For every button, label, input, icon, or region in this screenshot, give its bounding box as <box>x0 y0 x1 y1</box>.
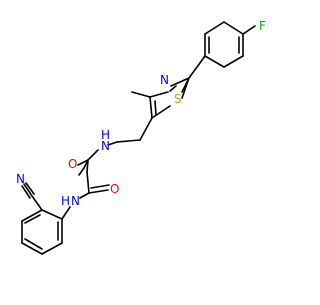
amide-n-top-label: N <box>101 139 110 153</box>
atom-labels: F S N N H O O N H N <box>16 19 266 208</box>
structure-canvas: F S N N H O O N H N <box>16 19 266 255</box>
molecule-drawing: F S N N H O O N H N <box>16 19 266 255</box>
nitrile-n-label: N <box>16 172 25 186</box>
methyl-bond <box>131 91 151 98</box>
fluorine-label: F <box>259 19 266 33</box>
amide-h-bottom-label: H <box>61 194 70 208</box>
amide-h-top-label: H <box>101 128 110 142</box>
bonds <box>21 21 256 255</box>
carbonyl-o-bottom-label: O <box>110 182 119 196</box>
c-f-bond <box>242 25 256 35</box>
ring-nitrogen-label: N <box>160 73 169 87</box>
sulfur-label: S <box>174 92 182 106</box>
carbonyl-o-top-label: O <box>68 157 77 171</box>
amide-n-bottom-label: N <box>71 194 80 208</box>
